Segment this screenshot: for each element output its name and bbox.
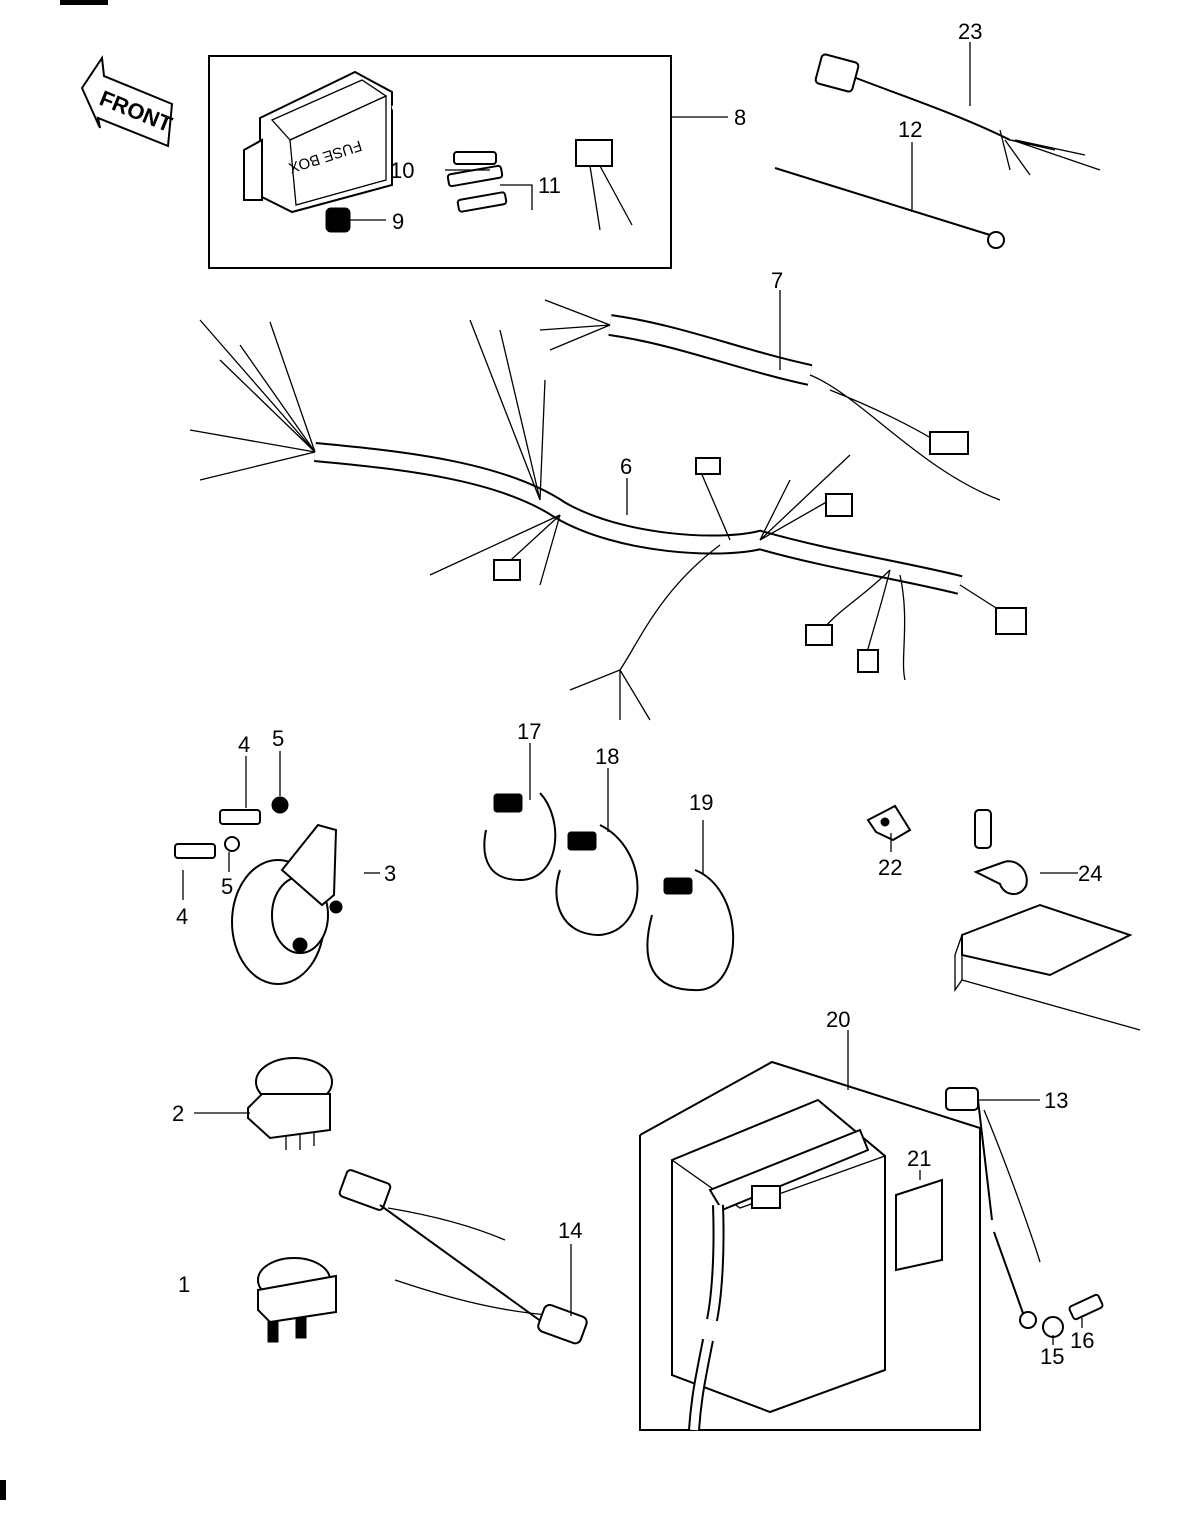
harness-bands bbox=[483, 792, 735, 992]
callout-18: 18 bbox=[595, 744, 619, 769]
ground-cable bbox=[945, 1087, 1104, 1338]
horn bbox=[174, 796, 343, 985]
callout-19: 19 bbox=[689, 790, 713, 815]
callout-labels: 1 2 3 4 4 5 5 6 7 8 9 10 11 12 13 14 15 … bbox=[172, 19, 1102, 1369]
callout-8: 8 bbox=[734, 105, 746, 130]
callout-24: 24 bbox=[1078, 861, 1102, 886]
callout-14: 14 bbox=[558, 1218, 582, 1243]
callout-13: 13 bbox=[1044, 1088, 1068, 1113]
relay-1 bbox=[257, 1257, 337, 1343]
front-arrow: FRONT bbox=[80, 55, 176, 148]
callout-6: 6 bbox=[620, 454, 632, 479]
callout-15: 15 bbox=[1040, 1344, 1064, 1369]
callout-3: 3 bbox=[384, 861, 396, 886]
callout-5b: 5 bbox=[221, 874, 233, 899]
callout-21: 21 bbox=[907, 1146, 931, 1171]
callout-9: 9 bbox=[392, 209, 404, 234]
callout-10: 10 bbox=[390, 158, 414, 183]
corner-mark bbox=[0, 1480, 6, 1500]
leader-lines bbox=[182, 42, 1083, 1345]
callout-12: 12 bbox=[898, 117, 922, 142]
relay-2 bbox=[247, 1057, 333, 1150]
clamp-22 bbox=[866, 804, 912, 842]
callout-5a: 5 bbox=[272, 726, 284, 751]
callout-1: 1 bbox=[178, 1272, 190, 1297]
callout-17: 17 bbox=[517, 719, 541, 744]
callout-20: 20 bbox=[826, 1007, 850, 1032]
callout-4a: 4 bbox=[238, 732, 250, 757]
callout-23: 23 bbox=[958, 19, 982, 44]
callout-11: 11 bbox=[538, 173, 561, 198]
callout-22: 22 bbox=[878, 855, 902, 880]
corner-mark bbox=[60, 0, 108, 5]
clamp-24 bbox=[954, 809, 1141, 1031]
sub-harness bbox=[814, 53, 1101, 176]
battery bbox=[639, 1060, 981, 1431]
ground-lead bbox=[774, 167, 1005, 249]
main-harness bbox=[189, 299, 1027, 721]
callout-2: 2 bbox=[172, 1101, 184, 1126]
callout-7: 7 bbox=[771, 268, 783, 293]
callout-4b: 4 bbox=[176, 904, 188, 929]
fuse-box-assembly: FUSE BOX bbox=[208, 55, 672, 269]
callout-16: 16 bbox=[1070, 1328, 1094, 1353]
battery-lead bbox=[338, 1169, 588, 1345]
